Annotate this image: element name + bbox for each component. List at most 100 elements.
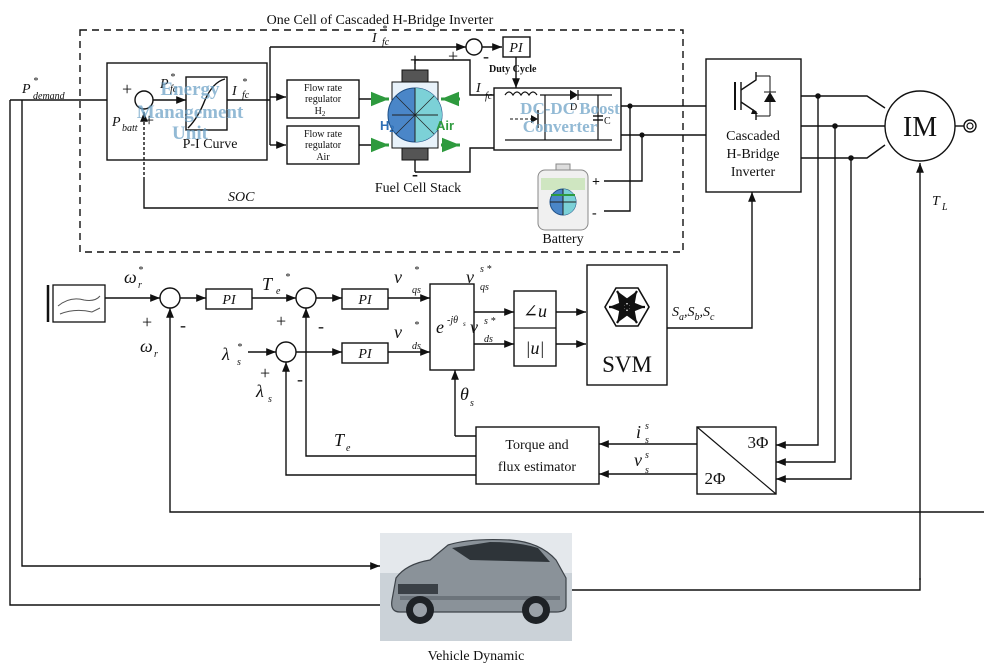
p-demand-label: P * demand [21,76,66,102]
t-load-label: T L [932,194,948,213]
svg-text:PI: PI [508,41,524,56]
svg-text:θ: θ [460,384,469,404]
svg-text:-: - [297,369,303,389]
svg-text:P: P [111,115,121,130]
vehicle-dynamic-label: Vehicle Dynamic [428,649,525,664]
svg-text:fc: fc [485,91,493,102]
i-fc-label: I fc [475,81,493,102]
svg-text:Torque and: Torque and [505,438,568,453]
lambda-ref-label: λ * s [221,342,242,368]
svg-text:qs: qs [412,285,421,296]
svg-text:Cascaded: Cascaded [726,129,780,144]
torque-sum-junction [296,288,316,308]
svg-text:T: T [932,194,941,209]
fuel-cell-stack-label: Fuel Cell Stack [375,181,461,196]
svg-text:Converter: Converter [523,117,598,136]
svg-text:s *: s * [484,316,495,327]
svg-text:e: e [436,317,444,337]
svg-text:regulator: regulator [305,94,342,105]
svg-text:batt: batt [122,123,138,134]
svg-text:Flow rate: Flow rate [304,129,343,140]
flux-sum-junction [276,342,296,362]
outer-title: One Cell of Cascaded H-Bridge Inverter [267,13,494,28]
svg-text:ω: ω [140,336,153,356]
svg-text:e: e [346,443,351,454]
svg-text:Energy: Energy [160,79,220,100]
svg-text:v: v [394,322,402,342]
svg-text:|u|: |u| [526,338,545,358]
svg-text:r: r [138,280,142,291]
svg-text:PI: PI [357,347,373,362]
svg-text:∠u: ∠u [523,301,547,321]
svg-text:+: + [142,312,152,332]
svg-text:v: v [466,267,474,287]
svg-text:s: s [645,450,649,461]
v-qs-label: v * qs [394,265,421,296]
svg-text:v: v [394,267,402,287]
pedal-icon [48,285,105,322]
torque-ref-label: T * e [262,272,290,297]
fuel-cell-stack-icon [372,60,460,172]
svg-text:Inverter: Inverter [731,165,776,180]
svg-text:2Φ: 2Φ [705,469,726,488]
duty-cycle-label: Duty Cycle [489,64,537,75]
svg-text:flux estimator: flux estimator [498,460,576,475]
svg-text:+: + [276,311,286,331]
svg-text:s: s [237,357,241,368]
svg-text:+: + [122,79,132,99]
svg-text:*: * [138,265,143,276]
svg-text:-: - [180,315,186,335]
battery-icon [538,164,588,230]
torque-est-label: T e [334,430,351,454]
svg-text:*: * [242,77,247,88]
svg-text:fc: fc [382,37,390,48]
svg-text:T: T [334,430,346,450]
svg-text:Management: Management [137,102,244,123]
svg-text:I: I [475,81,482,96]
car-image [380,533,572,641]
svg-text:T: T [262,274,274,294]
svg-text:regulator: regulator [305,140,342,151]
svg-text:+: + [592,175,600,190]
svg-text:-: - [318,316,324,336]
current-sum-junction [466,39,482,55]
soc-label: SOC [228,190,255,205]
svg-text:λ: λ [255,381,264,401]
lambda-est-label: λ s [255,381,272,405]
svg-text:s *: s * [480,264,491,275]
svg-text:IM: IM [903,112,937,143]
svg-text:Flow rate: Flow rate [304,83,343,94]
svg-text:*: * [285,272,290,283]
svg-text:s: s [470,398,474,409]
svg-text:PI: PI [221,293,237,308]
svg-text:r: r [154,349,158,360]
svg-text:ds: ds [412,341,421,352]
svg-text:ω: ω [124,267,137,287]
svg-text:Air: Air [316,152,330,163]
air-label: Air [436,118,454,133]
svg-text:Unit: Unit [172,123,209,144]
svg-text:*: * [237,342,242,353]
omega-ref-label: ω * r [124,265,143,291]
battery-label: Battery [542,232,583,247]
svg-text:+: + [448,46,458,66]
svg-text:*: * [414,320,419,331]
svg-text:ds: ds [484,334,493,345]
omega-label: ω r [140,336,158,360]
svg-text:L: L [941,202,948,213]
speed-sum-junction [160,288,180,308]
svg-text:DC-DC Boost: DC-DC Boost [520,99,620,118]
svg-text:SVM: SVM [602,352,652,377]
svg-text:s: s [645,421,649,432]
svg-text:s: s [268,394,272,405]
svg-text:λ: λ [221,344,230,364]
v-s-label: v s s [634,450,649,476]
i-s-label: i s s [636,421,649,446]
svg-text:PI: PI [357,293,373,308]
svg-text:+: + [260,363,270,383]
svg-text:-: - [483,46,489,66]
svg-text:*: * [33,76,38,87]
torque-flux-estimator [476,427,599,484]
svg-text:s: s [645,435,649,446]
